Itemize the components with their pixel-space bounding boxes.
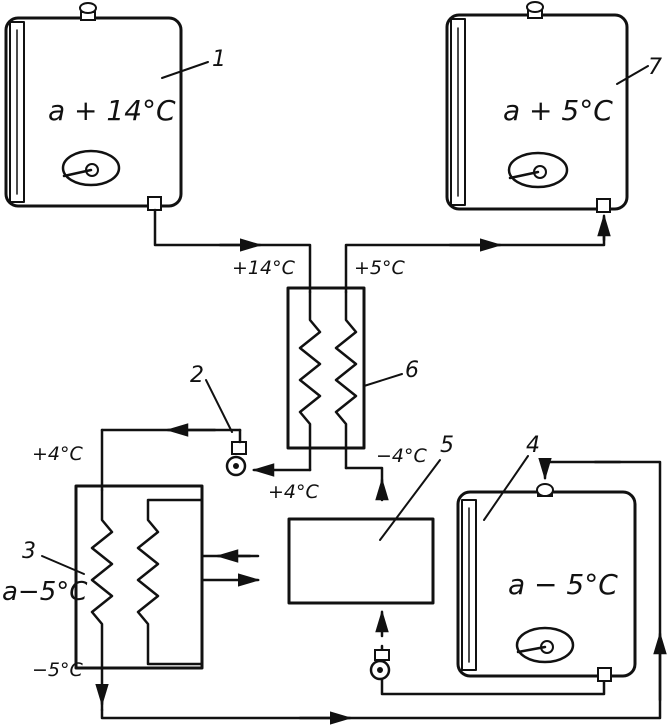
supply-pipes-top [153, 208, 611, 294]
outlet-valve-icon [597, 667, 612, 682]
unit-5: 5 [287, 433, 454, 605]
chamber-4: 4 a − 5°C [456, 433, 637, 682]
exchanger-3-number: 3 [22, 539, 36, 564]
chamber-7: 7 a + 5°C [445, 1, 662, 213]
outlet-valve-icon [147, 196, 162, 211]
fan-icon [515, 626, 575, 664]
chamber-1-number: 1 [212, 47, 226, 72]
inlet-valve-icon [596, 198, 611, 213]
chamber-1-label: a + 14°C [48, 94, 176, 127]
exchanger-3-label: a−5°C [2, 577, 88, 607]
chamber-7-label: a + 5°C [503, 94, 613, 127]
temp-pump-2-in: +4°C [32, 443, 84, 465]
temp-to-chamber-7: +5°C [354, 257, 406, 279]
pump-2: 2 [100, 363, 312, 492]
vent-knob-icon [526, 1, 544, 19]
pump-2-number: 2 [190, 363, 204, 388]
exchanger-6-number: 6 [405, 358, 419, 383]
chamber-4-label: a − 5°C [508, 568, 618, 601]
return-loop [95, 457, 667, 725]
chamber-1: 1 a + 14°C [4, 2, 226, 211]
vent-knob-icon [536, 483, 554, 497]
unit-5-number: 5 [440, 433, 454, 458]
heat-exchanger-6: 6 [286, 286, 419, 472]
heat-exchanger-3: 3 a−5°C [2, 484, 261, 712]
chamber-4-number: 4 [526, 433, 540, 458]
temp-from-chamber-1: +14°C [232, 257, 296, 279]
temp-pump-2-out: +4°C [268, 481, 320, 503]
chamber-7-number: 7 [648, 55, 662, 80]
vent-knob-icon [79, 2, 97, 21]
fan-icon [507, 151, 569, 189]
temp-exchanger-3-out: −5°C [32, 659, 84, 681]
temp-to-unit-5: −4°C [376, 445, 428, 467]
fan-icon [61, 149, 121, 187]
